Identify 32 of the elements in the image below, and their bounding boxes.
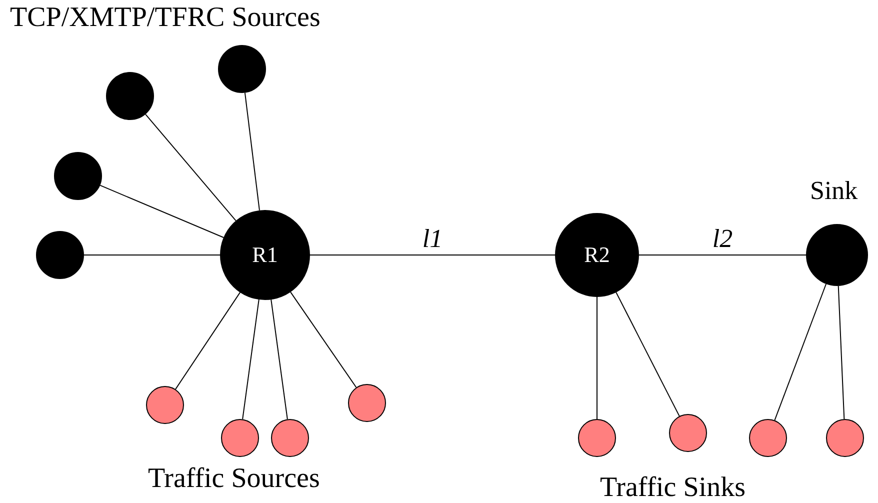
link-line [270, 299, 288, 420]
group-label: TCP/XMTP/TFRC Sources [10, 2, 320, 34]
link-line [84, 254, 220, 256]
node-circle [106, 72, 154, 120]
link-line [290, 292, 357, 388]
link-line [838, 285, 845, 420]
traffic-node-circle [271, 419, 309, 457]
link-line [100, 184, 224, 238]
link-line [145, 114, 236, 222]
node-circle [218, 45, 266, 93]
traffic-node-circle [669, 414, 707, 452]
traffic-node-circle [578, 419, 616, 457]
link-line [774, 284, 827, 421]
link-line [596, 296, 598, 420]
traffic-node-circle [221, 419, 259, 457]
link-line [616, 292, 680, 417]
router-node: R1 [220, 210, 310, 300]
group-label: Traffic Sources [148, 463, 320, 495]
group-label: Traffic Sinks [600, 472, 746, 503]
link-line [175, 292, 241, 390]
link-line [242, 299, 260, 420]
link-line [244, 92, 260, 211]
node-caption: Sink [810, 176, 858, 206]
traffic-node-circle [146, 386, 184, 424]
node-circle [54, 152, 102, 200]
link-line [310, 254, 556, 256]
traffic-node-circle [826, 419, 864, 457]
node-circle [36, 231, 84, 279]
link-line [638, 254, 806, 256]
traffic-node-circle [348, 384, 386, 422]
traffic-node-circle [749, 419, 787, 457]
router-node: R2 [555, 213, 639, 297]
